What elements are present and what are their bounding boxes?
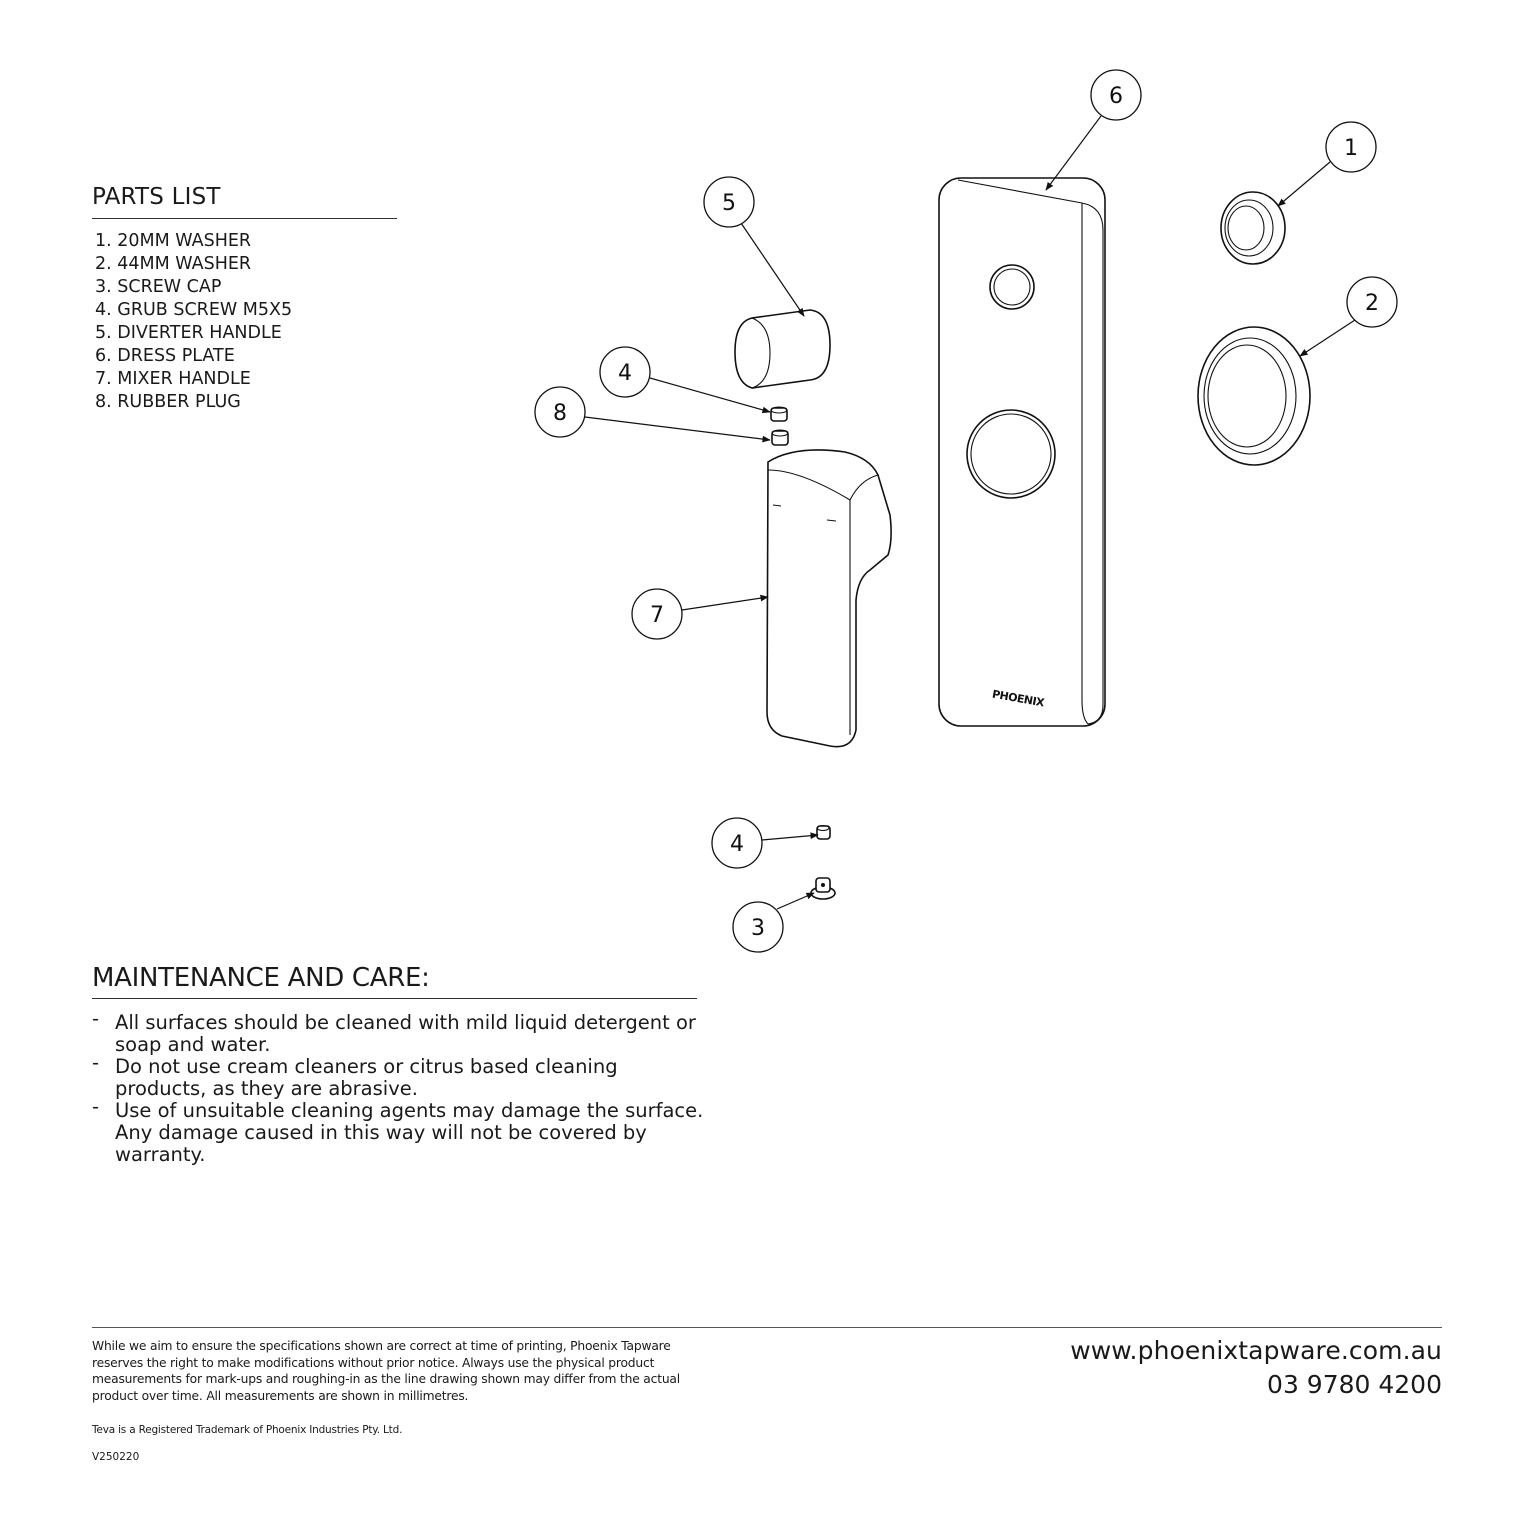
version-code: V250220 <box>92 1451 140 1463</box>
svg-text:4: 4 <box>618 361 632 386</box>
parts-list-item: 8. RUBBER PLUG <box>95 392 241 412</box>
maintenance-item-text: Use of unsuitable cleaning agents may da… <box>115 1099 704 1166</box>
callout-8: 8 <box>534 386 586 438</box>
svg-text:6: 6 <box>1109 84 1123 109</box>
maintenance-item-text: All surfaces should be cleaned with mild… <box>115 1011 696 1056</box>
callout-1: 1 <box>1325 121 1377 173</box>
callout-4-bottom: 4 <box>711 817 763 869</box>
parts-list-item: 6. DRESS PLATE <box>95 346 235 366</box>
grub-screw-top-part <box>770 406 788 422</box>
callout-6: 6 <box>1090 69 1142 121</box>
parts-list-item: 5. DIVERTER HANDLE <box>95 323 282 343</box>
maintenance-item: - Do not use cream cleaners or citrus ba… <box>92 1052 712 1100</box>
grub-screw-bottom-part <box>816 824 831 840</box>
svg-text:3: 3 <box>751 916 765 941</box>
disclaimer-text: While we aim to ensure the specification… <box>92 1339 680 1403</box>
diverter-handle-part <box>734 309 831 389</box>
phone-number: 03 9780 4200 <box>1267 1370 1442 1399</box>
parts-list-item: 7. MIXER HANDLE <box>95 369 251 389</box>
bullet-dash: - <box>92 1051 100 1074</box>
maintenance-item: - All surfaces should be cleaned with mi… <box>92 1008 712 1056</box>
parts-list: 1. 20MM WASHER 2. 44MM WASHER 3. SCREW C… <box>95 230 292 414</box>
svg-text:7: 7 <box>650 603 664 628</box>
svg-text:2: 2 <box>1365 291 1379 316</box>
callout-5: 5 <box>703 176 755 228</box>
footer-divider <box>92 1327 1442 1328</box>
svg-text:4: 4 <box>730 832 744 857</box>
maintenance-title: MAINTENANCE AND CARE: <box>92 963 430 993</box>
maintenance-divider <box>92 998 697 999</box>
callout-7: 7 <box>631 588 683 640</box>
rubber-plug-part <box>771 429 789 446</box>
20mm-washer-part <box>1220 191 1286 265</box>
callout-3: 3 <box>732 901 784 953</box>
44mm-washer-part <box>1197 326 1311 466</box>
callout-2: 2 <box>1346 276 1398 328</box>
parts-list-divider <box>92 218 397 219</box>
screw-cap-part <box>810 877 836 900</box>
trademark-notice: Teva is a Registered Trademark of Phoeni… <box>92 1424 403 1436</box>
website-link[interactable]: www.phoenixtapware.com.au <box>1070 1336 1442 1365</box>
svg-text:5: 5 <box>722 191 736 216</box>
dress-plate-part: PHOENIX <box>938 177 1106 727</box>
parts-list-item: 3. SCREW CAP <box>95 277 222 297</box>
mixer-handle-part <box>766 449 892 748</box>
parts-list-title: PARTS LIST <box>92 184 221 210</box>
svg-text:8: 8 <box>553 401 567 426</box>
callout-4-top: 4 <box>599 346 651 398</box>
svg-text:1: 1 <box>1344 136 1358 161</box>
parts-list-item: 1. 20MM WASHER <box>95 231 252 251</box>
maintenance-item-text: Do not use cream cleaners or citrus base… <box>115 1055 618 1100</box>
bullet-dash: - <box>92 1007 100 1030</box>
maintenance-list: - All surfaces should be cleaned with mi… <box>92 1008 712 1166</box>
parts-list-item: 2. 44MM WASHER <box>95 254 252 274</box>
exploded-parts-diagram: PHOENIX <box>534 69 1398 953</box>
bullet-dash: - <box>92 1095 100 1118</box>
parts-list-item: 4. GRUB SCREW M5X5 <box>95 300 293 320</box>
maintenance-item: - Use of unsuitable cleaning agents may … <box>92 1096 712 1166</box>
